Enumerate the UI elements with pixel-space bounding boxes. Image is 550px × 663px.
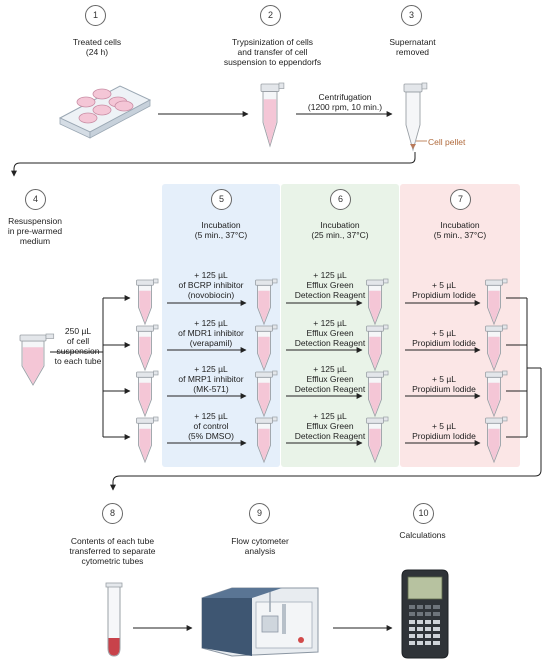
eppendorf-tube-step2: [260, 82, 285, 148]
eppendorf-tube-row3-col3: [366, 370, 389, 418]
eppendorf-tubes: [19, 82, 508, 464]
eppendorf-tube-row4-col4: [485, 416, 508, 464]
flow-cytometer-icon: [201, 587, 319, 657]
eppendorf-tube-row1-col3: [366, 278, 389, 326]
step-6-number: 6: [330, 189, 351, 210]
step-3-number: 3: [401, 5, 422, 26]
step-7-caption: Incubation (5 min., 37°C): [433, 220, 487, 240]
step-8-caption: Contents of each tube transferred to sep…: [69, 536, 156, 566]
eppendorf-tube-row1-col2: [255, 278, 278, 326]
eppendorf-tube-row3-col2: [255, 370, 278, 418]
eppendorf-tube-row4-col3: [366, 416, 389, 464]
eppendorf-tube-row2-col2: [255, 324, 278, 372]
eppendorf-tube-row1-col4: [485, 278, 508, 326]
step-3-caption: Supernatant removed: [389, 37, 436, 57]
cell-suspension-volume-label: 250 µL of cell suspension to each tube: [54, 326, 102, 366]
arrow-3-to-4: [11, 152, 416, 177]
eppendorf-tube-step4: [19, 333, 55, 386]
step-9-caption: Flow cytometer analysis: [231, 536, 289, 556]
merge-lines: [110, 297, 542, 491]
step-6-caption: Incubation (25 min., 37°C): [311, 220, 369, 240]
step-5-number: 5: [211, 189, 232, 210]
eppendorf-tube-row2-col4: [485, 324, 508, 372]
step-1-number: 1: [85, 5, 106, 26]
eppendorf-tube-row3-col4: [485, 370, 508, 418]
eppendorf-tube-row2-col1: [136, 324, 159, 372]
row-arrows: [167, 300, 481, 446]
cytometric-tube-icon: [105, 582, 123, 657]
step-4-caption: Resuspension in pre-warmed medium: [7, 216, 63, 246]
step-5-caption: Incubation (5 min., 37°C): [194, 220, 248, 240]
eppendorf-tube-row4-col2: [255, 416, 278, 464]
eppendorf-tube-row2-col3: [366, 324, 389, 372]
step-1-caption: Treated cells (24 h): [72, 37, 122, 57]
eppendorf-tube-row1-col1: [136, 278, 159, 326]
step-4-number: 4: [25, 189, 46, 210]
step-9-number: 9: [249, 503, 270, 524]
eppendorf-tube-row4-col1: [136, 416, 159, 464]
step-10-caption: Calculations: [399, 530, 446, 540]
well-plate-icon: [58, 85, 152, 139]
step-8-number: 8: [102, 503, 123, 524]
step-10-number: 10: [413, 503, 434, 524]
centrifugation-label: Centrifugation (1200 rpm, 10 min.): [307, 92, 383, 112]
eppendorf-tube-row3-col1: [136, 370, 159, 418]
cell-pellet-label: Cell pellet: [428, 137, 466, 147]
step-2-number: 2: [260, 5, 281, 26]
eppendorf-tube-step3: [403, 82, 428, 152]
step-2-caption: Trypsinization of cells and transfer of …: [223, 37, 322, 67]
calculator-icon: [401, 569, 449, 659]
step-7-number: 7: [450, 189, 471, 210]
